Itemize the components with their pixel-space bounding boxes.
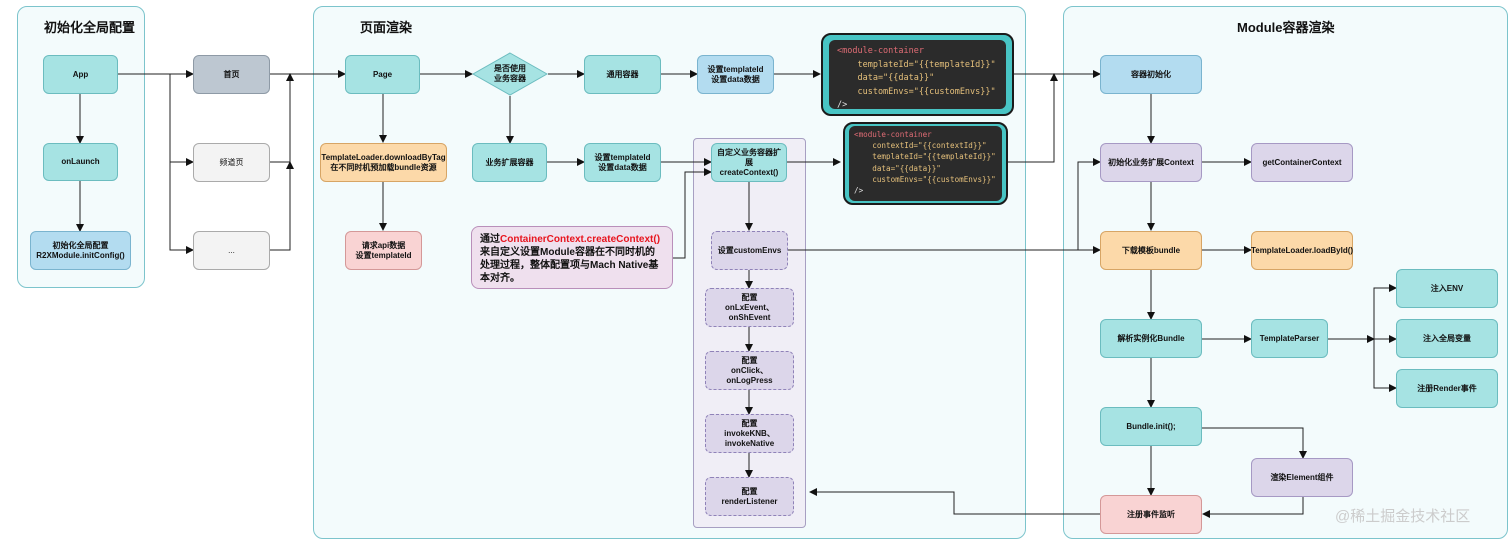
set-template-node-1[interactable]: 设置templateId 设置data数据 — [697, 55, 774, 94]
code-line: <module-container — [854, 130, 932, 139]
onlaunch-node[interactable]: onLaunch — [43, 143, 118, 181]
home-node[interactable]: 首页 — [193, 55, 270, 94]
load-by-id-node[interactable]: TemplateLoader.loadById() — [1251, 231, 1353, 270]
config-click-node[interactable]: 配置 onClick、onLogPress — [705, 351, 794, 390]
watermark: @稀土掘金技术社区 — [1335, 508, 1471, 525]
request-api-node[interactable]: 请求api数据 设置templateId — [345, 231, 422, 270]
code-line: /> — [854, 186, 864, 196]
section-init-title: 初始化全局配置 — [44, 20, 136, 35]
code-line: <module-container — [837, 46, 924, 56]
inject-global-node[interactable]: 注入全局变量 — [1396, 319, 1498, 358]
channel-node[interactable]: 频道页 — [193, 143, 270, 182]
set-custom-envs-node[interactable]: 设置customEnvs — [711, 231, 788, 270]
init-config-node[interactable]: 初始化全局配置 R2XModule.initConfig() — [30, 231, 131, 270]
more-node[interactable]: ... — [193, 231, 270, 270]
note-text: 来自定义设置Module容器在不同时机的处理过程，整体配置项与Mach Nati… — [480, 247, 659, 284]
register-render-node[interactable]: 注册Render事件 — [1396, 369, 1498, 408]
config-events-node[interactable]: 配置 onLxEvent、onShEvent — [705, 288, 794, 327]
set-template-node-2[interactable]: 设置templateId 设置data数据 — [584, 143, 661, 182]
download-bundle-node[interactable]: 下载模板bundle — [1100, 231, 1202, 270]
decision-label: 是否使用 业务容器 — [494, 64, 526, 83]
inject-env-node[interactable]: 注入ENV — [1396, 269, 1498, 308]
template-loader-node[interactable]: TemplateLoader.downloadByTag 在不同时机预加载bun… — [320, 143, 447, 182]
page-node[interactable]: Page — [345, 55, 420, 94]
context-note: 通过ContainerContext.createContext() 来自定义设… — [471, 226, 673, 289]
get-context-node[interactable]: getContainerContext — [1251, 143, 1353, 182]
code-block-2: <module-container contextId="{{contextId… — [849, 126, 1002, 201]
config-invoke-node[interactable]: 配置 invokeKNB、 invokeNative — [705, 414, 794, 453]
section-render-title: 页面渲染 — [360, 20, 413, 35]
note-prefix: 通过 — [480, 234, 500, 245]
code-line: customEnvs="{{customEnvs}}" — [854, 174, 996, 184]
container-init-node[interactable]: 容器初始化 — [1100, 55, 1202, 94]
code-line: customEnvs="{{customEnvs}}" — [837, 86, 996, 97]
init-context-node[interactable]: 初始化业务扩展Context — [1100, 143, 1202, 182]
note-highlight: ContainerContext.createContext() — [500, 234, 661, 245]
config-render-node[interactable]: 配置 renderListener — [705, 477, 794, 516]
business-container-node[interactable]: 业务扩展容器 — [472, 143, 547, 182]
common-container-node[interactable]: 通用容器 — [584, 55, 661, 94]
code-line: data="{{data}}" — [854, 163, 941, 173]
render-element-node[interactable]: 渲染Element组件 — [1251, 458, 1353, 497]
bundle-init-node[interactable]: Bundle.init(); — [1100, 407, 1202, 446]
code-line: /> — [837, 100, 848, 110]
code-block-1: <module-container templateId="{{template… — [829, 40, 1006, 110]
code-line: templateId="{{templateId}}" — [854, 152, 996, 162]
code-line: data="{{data}}" — [837, 73, 935, 83]
section-module-title: Module容器渲染 — [1237, 20, 1335, 35]
register-listener-node[interactable]: 注册事件监听 — [1100, 495, 1202, 534]
app-node[interactable]: App — [43, 55, 118, 94]
decision-diamond[interactable] — [472, 52, 548, 96]
template-parser-node[interactable]: TemplateParser — [1251, 319, 1328, 358]
code-line: templateId="{{templateId}}" — [837, 59, 996, 70]
custom-context-node[interactable]: 自定义业务容器扩展 createContext() — [711, 143, 787, 182]
code-line: contextId="{{contextId}}" — [854, 141, 987, 151]
parse-bundle-node[interactable]: 解析实例化Bundle — [1100, 319, 1202, 358]
